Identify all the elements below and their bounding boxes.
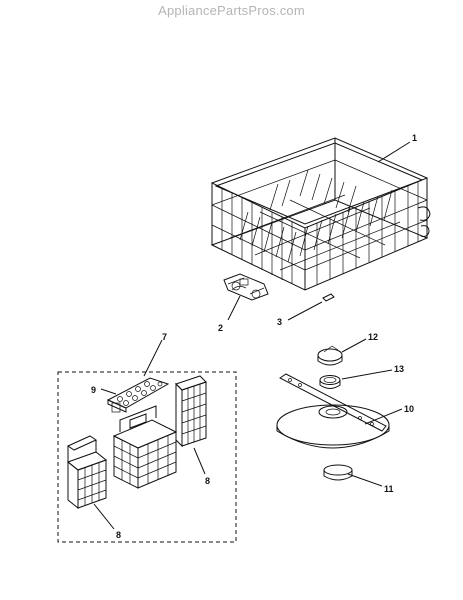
- lower-spray-arm-icon[interactable]: [276, 373, 390, 449]
- basket-icon[interactable]: [112, 405, 178, 489]
- basket-icon[interactable]: [175, 375, 207, 448]
- callout-13: 13: [394, 364, 404, 374]
- spray-arm-nut-icon[interactable]: [317, 345, 343, 366]
- callout-7: 7: [162, 332, 167, 342]
- leader-lines: [93, 141, 411, 530]
- basket-icon[interactable]: [66, 435, 108, 510]
- rack-roller-icon[interactable]: [223, 273, 269, 301]
- callout-8-right: 8: [205, 476, 210, 486]
- callout-8-left: 8: [116, 530, 121, 540]
- callout-labels: 1 2 3 7 9 8 8 12 13 10 11: [91, 133, 417, 540]
- callout-3: 3: [277, 317, 282, 327]
- callout-2: 2: [218, 323, 223, 333]
- lower-dishrack-icon[interactable]: [210, 137, 431, 291]
- bearing-ring-icon[interactable]: [319, 375, 341, 389]
- watermark: AppliancePartsPros.com: [158, 3, 305, 18]
- callout-12: 12: [368, 332, 378, 342]
- callout-10: 10: [404, 404, 414, 414]
- bearing-ring-icon[interactable]: [323, 464, 353, 481]
- basket-lid-icon[interactable]: [106, 377, 170, 413]
- axle-pin-icon[interactable]: [322, 293, 335, 302]
- callout-11: 11: [384, 484, 394, 494]
- callout-1: 1: [412, 133, 417, 143]
- callout-9: 9: [91, 385, 96, 395]
- silverware-basket-assembly-icon: [57, 371, 237, 543]
